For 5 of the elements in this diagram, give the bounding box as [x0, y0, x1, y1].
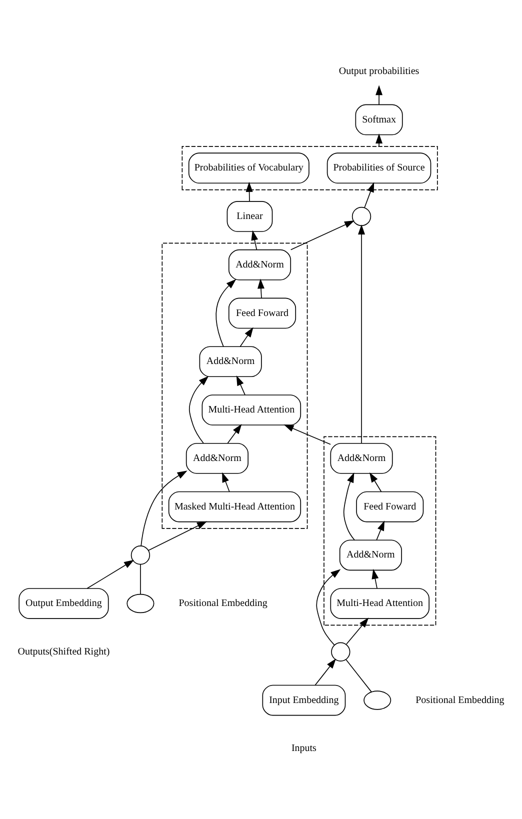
node-text: Output probabilities [338, 65, 420, 76]
node-label: Outputs(Shifted Right) [18, 646, 110, 657]
node-label: Positional Embedding [178, 598, 268, 609]
node-label: Inputs [291, 742, 316, 754]
node-label: Positional Embedding [416, 694, 504, 706]
